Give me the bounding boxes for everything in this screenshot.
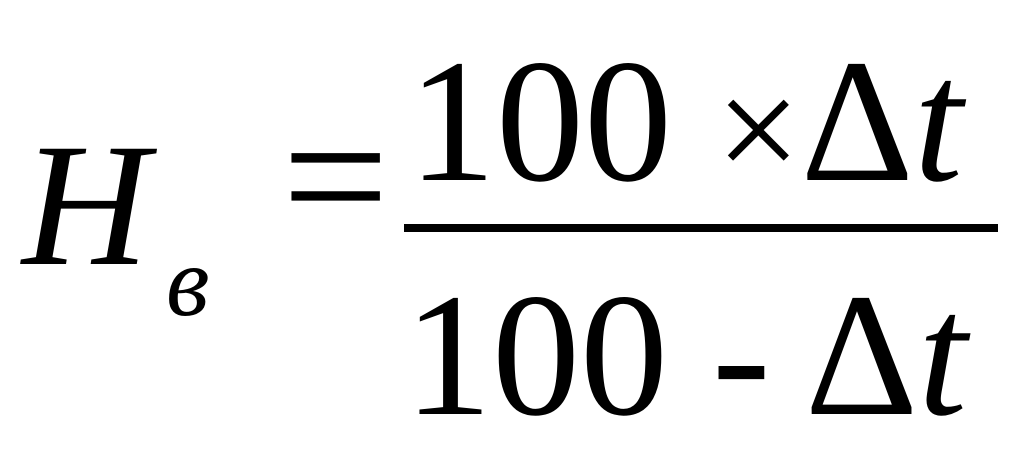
fraction-bar (404, 224, 998, 232)
denominator-number: 100 (404, 258, 668, 453)
denominator-delta: Δ (804, 258, 919, 453)
lhs-variable: H (22, 108, 150, 303)
minus-operator: - (712, 258, 771, 453)
equals-sign: = (282, 72, 390, 282)
multiply-operator: × (716, 47, 801, 213)
numerator-delta: Δ (800, 24, 914, 219)
numerator-number: 100 (408, 24, 672, 219)
denominator-variable: t (918, 258, 967, 453)
lhs-subscript: в (166, 226, 210, 337)
denominator: 100 - Δt (404, 268, 967, 444)
numerator: 100 ×Δt (408, 34, 963, 218)
numerator-variable: t (913, 24, 963, 219)
